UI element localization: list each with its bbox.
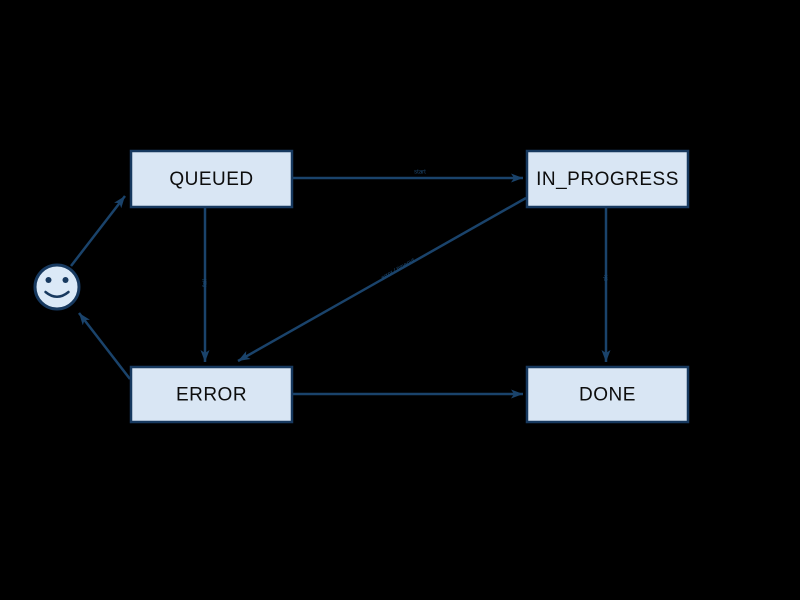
node-queued-label: QUEUED <box>169 169 253 190</box>
smiley-right-eye-icon <box>62 277 69 283</box>
node-queued: QUEUED <box>129 149 294 209</box>
node-in-progress: IN_PROGRESS <box>525 149 690 209</box>
node-done-label: DONE <box>579 385 636 406</box>
node-done: DONE <box>525 365 690 424</box>
smiley-left-eye-icon <box>45 277 52 283</box>
node-error: ERROR <box>129 365 294 424</box>
edge-label-fail: fail <box>203 279 209 287</box>
edge-label-start: start <box>414 170 426 176</box>
smiley-face-icon <box>33 263 81 311</box>
smiley-mouth-icon <box>44 290 70 298</box>
edge-label-error-timeout: error / timeout <box>381 258 417 282</box>
edge-start-to-queued <box>70 195 126 267</box>
node-error-label: ERROR <box>176 385 247 406</box>
edge-label-ok: ok <box>604 274 610 281</box>
node-in-progress-label: IN_PROGRESS <box>536 169 679 190</box>
edge-error-to-start <box>78 312 131 380</box>
edge-in-progress-to-error <box>237 196 527 363</box>
start-node <box>33 263 81 311</box>
